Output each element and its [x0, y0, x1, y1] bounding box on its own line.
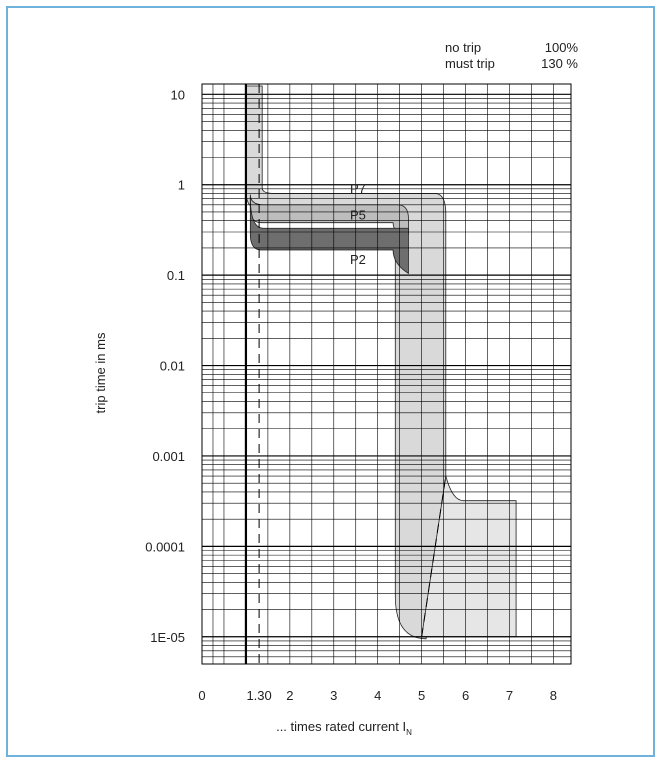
x-tick-label: 5 — [418, 688, 425, 703]
x-tick-label: 7 — [506, 688, 513, 703]
y-tick-label: 0.001 — [152, 449, 185, 464]
chart-frame: 0 1.30 2 3 4 5 6 7 8 10 1 0.1 0.01 0.001 0.0001 1E-05 P… — [6, 6, 655, 757]
x-tick-label: 6 — [462, 688, 469, 703]
y-tick-label: 1 — [178, 178, 185, 193]
legend-must-trip-label: must trip — [445, 56, 495, 71]
y-tick-label: 0.1 — [167, 268, 185, 283]
instantaneous-tolerance-line — [421, 475, 447, 637]
x-axis-label: ... times rated current IN — [276, 719, 412, 737]
x-axis-label-subscript: N — [406, 728, 412, 737]
band-p2 — [249, 197, 409, 275]
series-label-p5: P5 — [350, 207, 366, 222]
plot-border — [201, 83, 572, 665]
x-tick-label: 4 — [374, 688, 381, 703]
series-label-p2: P2 — [350, 252, 366, 267]
y-tick-label: 1E-05 — [150, 630, 185, 645]
x-axis-label-main: ... times rated current I — [276, 719, 406, 734]
x-tick-label: 8 — [550, 688, 557, 703]
legend-no-trip-label: no trip — [445, 40, 481, 55]
y-tick-label: 0.0001 — [145, 539, 185, 554]
x-tick-label: 2 — [286, 688, 293, 703]
x-tick-label: 0 — [198, 688, 205, 703]
trip-characteristic-chart: 0 1.30 2 3 4 5 6 7 8 10 1 0.1 0.01 0.001 0.0001 1E-05 P… — [93, 40, 579, 737]
band-p7 — [245, 85, 447, 640]
y-tick-label: 10 — [171, 87, 185, 102]
legend-no-trip-value: 100% — [545, 40, 579, 55]
x-tick-label: 3 — [330, 688, 337, 703]
y-axis-label: trip time in ms — [93, 332, 108, 413]
legend-must-trip-value: 130 % — [541, 56, 578, 71]
y-tick-label: 0.01 — [160, 359, 185, 374]
x-tick-label: 1.30 — [246, 688, 271, 703]
series-label-p7: P7 — [350, 181, 366, 196]
